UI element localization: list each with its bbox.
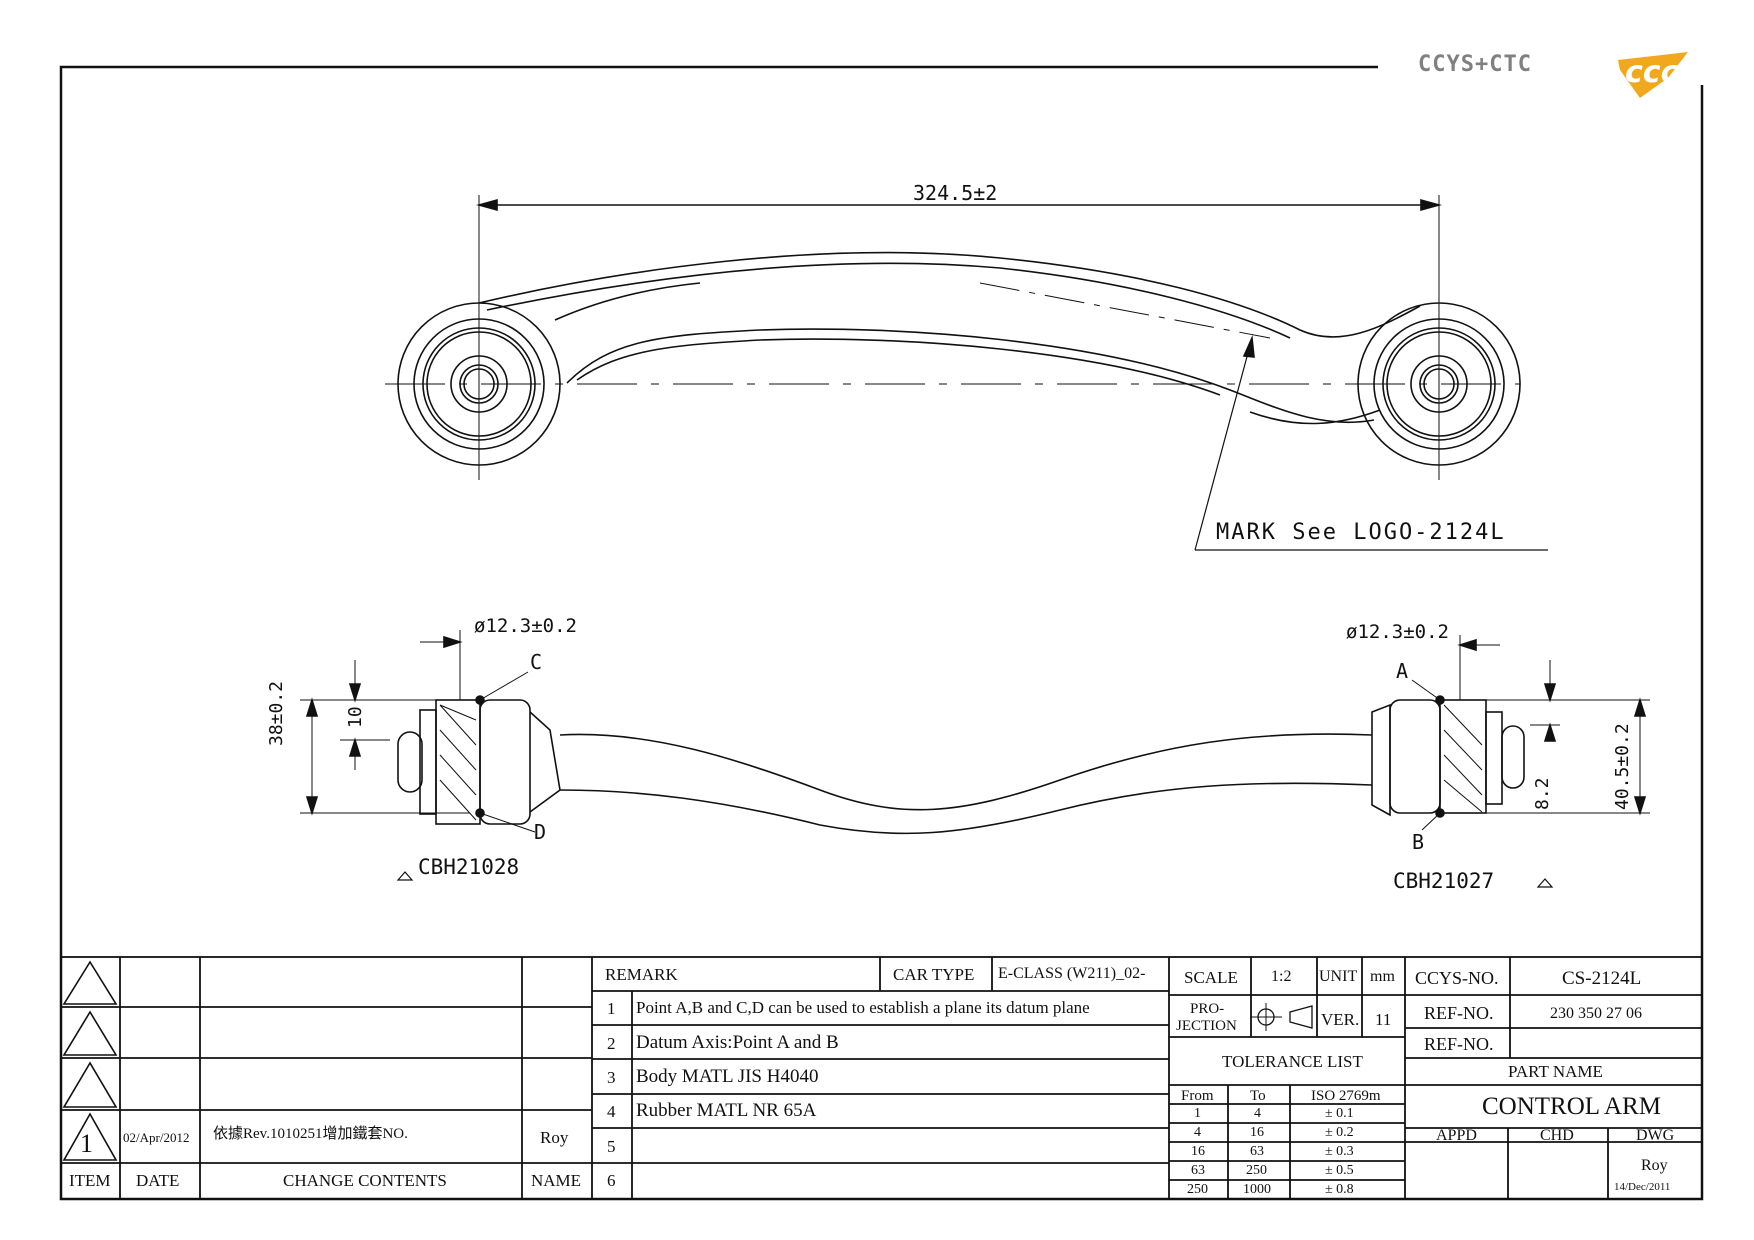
tol-to-2: 16 bbox=[1250, 1125, 1264, 1140]
tol-value-1: ± 0.1 bbox=[1325, 1106, 1354, 1121]
remark-no-1: 1 bbox=[607, 999, 616, 1018]
scale-value: 1:2 bbox=[1271, 968, 1292, 985]
tol-value-3: ± 0.3 bbox=[1325, 1144, 1354, 1159]
tol-from-4: 63 bbox=[1191, 1163, 1205, 1178]
remark-no-3: 3 bbox=[607, 1068, 616, 1087]
right-diameter-dim: ø12.3±0.2 bbox=[1346, 621, 1449, 643]
header-change-contents: CHANGE CONTENTS bbox=[283, 1171, 447, 1190]
ref-no-label-1: REF-NO. bbox=[1424, 1003, 1494, 1023]
left-offset-dim: 10 bbox=[345, 706, 366, 728]
dwg-name: Roy bbox=[1641, 1157, 1668, 1174]
point-d-label: D bbox=[534, 820, 547, 844]
right-offset-dim: 8.2 bbox=[1532, 777, 1553, 810]
title-block-grid bbox=[60, 956, 1703, 1200]
ref-no-value-1: 230 350 27 06 bbox=[1550, 1005, 1642, 1022]
part-name: CONTROL ARM bbox=[1482, 1093, 1661, 1120]
tol-value-2: ± 0.2 bbox=[1325, 1125, 1354, 1140]
point-a-label: A bbox=[1396, 659, 1409, 683]
svg-text:ccc: ccc bbox=[1625, 55, 1679, 90]
tol-to-4: 250 bbox=[1246, 1163, 1267, 1178]
tol-from-1: 1 bbox=[1194, 1106, 1201, 1121]
remark-no-4: 4 bbox=[607, 1102, 616, 1121]
appd-label: APPD bbox=[1436, 1127, 1477, 1144]
projection-symbol-icon bbox=[1250, 1003, 1313, 1031]
tolerance-title: TOLERANCE LIST bbox=[1222, 1052, 1363, 1071]
right-bushing-part: CBH21027 bbox=[1393, 869, 1495, 893]
side-view bbox=[300, 630, 1650, 888]
right-height-dim: 40.5±0.2 bbox=[1612, 723, 1633, 810]
tol-value-4: ± 0.5 bbox=[1325, 1163, 1354, 1178]
revision-name: Roy bbox=[540, 1128, 569, 1147]
remark-text-4: Rubber MATL NR 65A bbox=[636, 1100, 817, 1121]
remark-text-2: Datum Axis:Point A and B bbox=[636, 1032, 839, 1053]
left-diameter-dim: ø12.3±0.2 bbox=[474, 615, 577, 637]
remark-no-5: 5 bbox=[607, 1137, 616, 1156]
remark-title: REMARK bbox=[605, 965, 678, 984]
left-bushing-part: CBH21028 bbox=[418, 855, 520, 879]
remark-no-2: 2 bbox=[607, 1034, 616, 1053]
tol-to-3: 63 bbox=[1250, 1144, 1264, 1159]
revision-date: 02/Apr/2012 bbox=[123, 1130, 190, 1145]
company-logo-text: CCYS+CTC bbox=[1418, 52, 1532, 77]
tol-to-1: 4 bbox=[1254, 1106, 1261, 1121]
top-view bbox=[385, 195, 1548, 551]
point-c-label: C bbox=[530, 650, 543, 674]
projection-label-1: PRO- bbox=[1190, 1001, 1225, 1017]
remark-no-6: 6 bbox=[607, 1171, 616, 1190]
tol-from-3: 16 bbox=[1191, 1144, 1205, 1159]
dwg-label: DWG bbox=[1636, 1127, 1675, 1144]
remark-text-1: Point A,B and C,D can be used to establi… bbox=[636, 998, 1090, 1017]
unit-label: UNIT bbox=[1319, 968, 1358, 985]
revision-item-number: 1 bbox=[80, 1129, 93, 1158]
tol-value-5: ± 0.8 bbox=[1325, 1182, 1354, 1197]
chd-label: CHD bbox=[1540, 1127, 1574, 1144]
ccys-no-value: CS-2124L bbox=[1562, 968, 1642, 989]
header-name: NAME bbox=[531, 1171, 582, 1190]
drawing-frame bbox=[59, 65, 1704, 1201]
header-item: ITEM bbox=[69, 1171, 111, 1190]
projection-label-2: JECTION bbox=[1176, 1018, 1237, 1034]
tol-from-5: 250 bbox=[1187, 1182, 1208, 1197]
car-type-value: E-CLASS (W211)_02- bbox=[998, 965, 1146, 982]
ref-no-label-2: REF-NO. bbox=[1424, 1034, 1494, 1054]
dwg-date: 14/Dec/2011 bbox=[1614, 1181, 1671, 1193]
left-height-dim: 38±0.2 bbox=[266, 680, 287, 746]
tol-header-from: From bbox=[1181, 1088, 1214, 1104]
part-name-label: PART NAME bbox=[1508, 1062, 1603, 1081]
tol-header-to: To bbox=[1250, 1088, 1266, 1104]
tol-header-iso: ISO 2769m bbox=[1311, 1088, 1381, 1104]
ccys-no-label: CCYS-NO. bbox=[1415, 968, 1499, 988]
car-type-label: CAR TYPE bbox=[893, 965, 975, 984]
ctc-logo-icon: ccc bbox=[1618, 52, 1688, 98]
version-label: VER. bbox=[1321, 1010, 1360, 1029]
point-b-label: B bbox=[1412, 830, 1425, 854]
unit-value: mm bbox=[1370, 968, 1395, 985]
header-date: DATE bbox=[136, 1171, 180, 1190]
mark-note: MARK See LOGO-2124L bbox=[1216, 520, 1506, 545]
revision-contents: 依據Rev.1010251增加鐵套NO. bbox=[213, 1126, 408, 1142]
length-dimension: 324.5±2 bbox=[913, 181, 998, 205]
scale-label: SCALE bbox=[1184, 968, 1238, 987]
remark-text-3: Body MATL JIS H4040 bbox=[636, 1066, 819, 1087]
version-value: 11 bbox=[1375, 1010, 1392, 1029]
tol-from-2: 4 bbox=[1194, 1125, 1201, 1140]
tol-to-5: 1000 bbox=[1243, 1182, 1271, 1197]
